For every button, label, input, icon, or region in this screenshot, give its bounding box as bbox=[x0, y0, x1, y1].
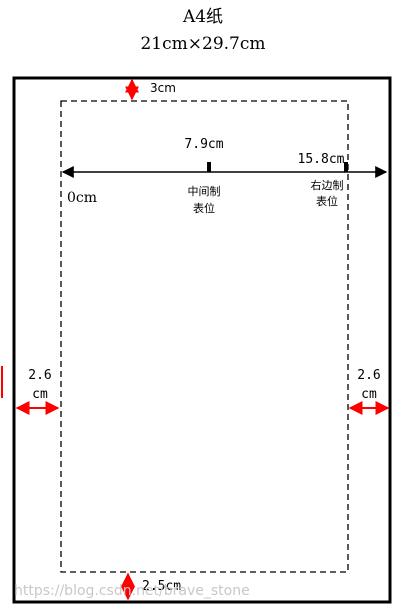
left-margin-label-line1: 2.6 bbox=[28, 368, 51, 383]
right-tab-label-line1: 右边制 bbox=[311, 178, 344, 192]
margin-boundary bbox=[60, 100, 349, 573]
diagram-subtitle: 21cm×29.7cm bbox=[140, 34, 265, 54]
watermark: https://blog.csdn.net/brave_stone bbox=[14, 583, 250, 599]
right-tab-value: 15.8cm bbox=[298, 152, 345, 167]
bottom-margin-label: 2.5cm bbox=[142, 579, 181, 594]
center-tab-label-line2: 表位 bbox=[193, 201, 215, 215]
center-tab-label-line1: 中间制 bbox=[188, 185, 221, 198]
right-tab-label-line2: 表位 bbox=[316, 194, 338, 208]
right-margin-label-line2: cm bbox=[361, 387, 377, 402]
top-margin-label: 3cm bbox=[150, 81, 176, 95]
left-margin-label-line2: cm bbox=[32, 387, 48, 402]
center-tab-value: 7.9cm bbox=[184, 137, 223, 152]
right-margin-label-line1: 2.6 bbox=[357, 368, 380, 383]
a4-page-border bbox=[12, 76, 392, 604]
diagram-title: A4纸 bbox=[182, 7, 223, 27]
ruler-start-label: 0cm bbox=[67, 190, 97, 206]
